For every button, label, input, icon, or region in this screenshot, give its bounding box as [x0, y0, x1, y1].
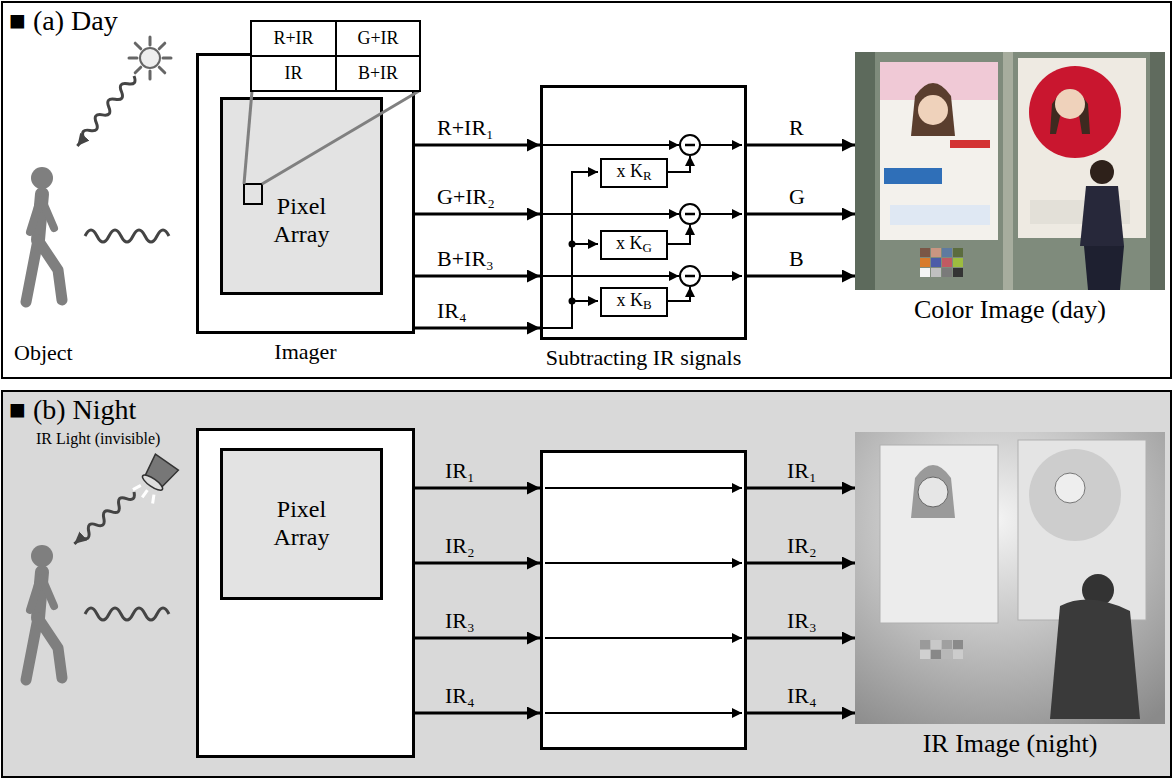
box-label: x KG: [616, 233, 652, 256]
signal-arrow: [415, 144, 540, 147]
signal-arrow: [415, 637, 540, 640]
filter-cell: G+IR: [335, 20, 421, 57]
signal-name: IR₂: [445, 533, 475, 558]
zoom-square: [244, 184, 262, 204]
signal-name: IR₁: [445, 458, 475, 483]
signal-name: IR₂: [787, 533, 817, 558]
passthrough-wiring: [545, 488, 742, 713]
box-label: IR: [285, 63, 303, 84]
person-figure: [26, 545, 62, 680]
imager-box-outline: [198, 430, 414, 757]
box-label: x KR: [616, 161, 651, 184]
signal-arrow: [747, 562, 855, 565]
box-caption: Subtracting IR signals: [546, 345, 742, 370]
imager-box: Pixel ArrayImager: [196, 53, 415, 334]
signal-name: IR₄: [437, 298, 467, 323]
person-figure: [26, 167, 62, 302]
ir-lamp: [131, 454, 179, 505]
color-image: Color Image (day): [855, 52, 1165, 290]
box-label: R+IR: [273, 28, 313, 49]
box-label: Pixel Array: [252, 193, 352, 248]
signal-name: IR₃: [445, 608, 475, 633]
signal-name: R: [789, 115, 804, 140]
light-wave: [71, 489, 137, 548]
signal-name: B: [789, 246, 804, 271]
signal-name: IR₄: [787, 683, 817, 708]
box-label: G+IR: [357, 28, 398, 49]
filter-cell: B+IR: [335, 55, 421, 92]
pixel-array-outline: [222, 450, 382, 599]
filter-cell: R+IR: [250, 20, 337, 57]
signal-arrow: [415, 327, 540, 330]
panel-heading: ■ (a) Day: [9, 5, 118, 37]
imager-box-outline: [198, 55, 414, 333]
signal-name: G: [789, 184, 805, 209]
signal-arrow: [747, 213, 855, 216]
signal-arrow: [747, 487, 855, 490]
signal-arrow: [747, 712, 855, 715]
ir-image: IR Image (night): [855, 432, 1165, 724]
gain-box: x KB: [600, 287, 668, 317]
signal-arrow: [747, 275, 855, 278]
ir-subtractor: x KRx KGx KBSubtracting IR signals: [540, 85, 747, 340]
box-caption: Imager: [274, 339, 336, 364]
signal-name: B+IR₃: [437, 246, 494, 271]
light-label: IR Light (invisible): [36, 430, 160, 448]
imager-box: Pixel Array: [196, 428, 415, 758]
object-label: Object: [14, 340, 73, 365]
connectors: [415, 145, 855, 713]
filter-cell: IR: [250, 55, 337, 92]
signal-name: IR₄: [445, 683, 475, 708]
minus-symbol: [680, 135, 700, 286]
signal-arrow: [415, 562, 540, 565]
sun-icon: [129, 37, 171, 79]
signal-name: R+IR₁: [437, 115, 494, 140]
night-panel: Pixel Array IR Image (night) ■ (b) Night: [1, 390, 1172, 778]
night-panel-outline: [2, 391, 1171, 777]
ir-subtractor-outline: [542, 87, 746, 339]
signal-arrow: [415, 213, 540, 216]
ir-photo: [855, 432, 1165, 724]
pixel-array: Pixel Array: [220, 97, 383, 295]
zoom-leader: [244, 91, 252, 184]
signal-name: G+IR₂: [437, 184, 495, 209]
reflect-wave: [85, 608, 169, 620]
box-caption: IR Image (night): [923, 729, 1098, 759]
passthrough-box-outline: [542, 452, 746, 749]
signal-name: IR₃: [787, 608, 817, 633]
signal-arrow: [415, 487, 540, 490]
subtractor-wiring: [543, 145, 742, 328]
signal-arrow: [415, 712, 540, 715]
box-label: B+IR: [358, 63, 398, 84]
signal-arrow: [747, 144, 855, 147]
pixel-array: Pixel Array: [220, 448, 383, 600]
light-wave: [74, 73, 138, 149]
reflect-wave: [85, 230, 169, 242]
gain-box: x KG: [600, 230, 668, 260]
passthrough-box: [540, 450, 747, 750]
day-panel-outline: [2, 2, 1171, 378]
zoom-leader: [262, 91, 419, 184]
gain-box: x KR: [600, 158, 668, 188]
panel-heading: ■ (b) Night: [9, 394, 136, 426]
box-caption: Color Image (day): [914, 295, 1106, 325]
signal-arrow: [747, 637, 855, 640]
day-panel: Pixel ArrayImagerR+IRG+IRIRB+IRx KRx KGx…: [1, 1, 1172, 379]
box-label: Pixel Array: [252, 496, 352, 551]
box-label: x KB: [616, 290, 651, 313]
color-photo: [855, 52, 1165, 290]
signal-name: IR₁: [787, 458, 817, 483]
signal-arrow: [415, 275, 540, 278]
